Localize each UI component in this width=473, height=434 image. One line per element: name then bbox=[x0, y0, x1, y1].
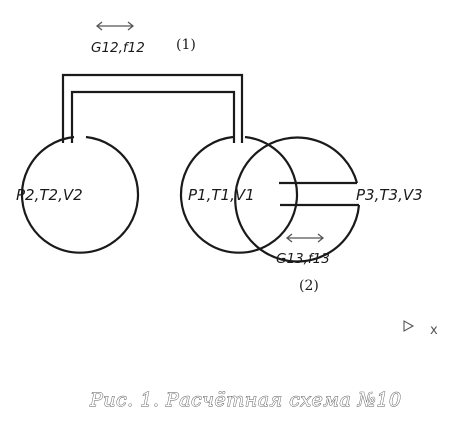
vessel-p3 bbox=[234, 136, 361, 263]
flow-label-g13: G13,f13 bbox=[276, 251, 330, 267]
figure-caption: Рис. 1. Расчётная схема №10 bbox=[89, 389, 402, 411]
node-label-p1: P1,T1,V1 bbox=[188, 186, 255, 204]
pipe-1-inner bbox=[70, 90, 236, 143]
flow-label-g12: G12,f12 bbox=[91, 40, 145, 56]
axis-label: x bbox=[430, 323, 438, 338]
node-label-p2: P2,T2,V2 bbox=[16, 186, 83, 204]
bidirectional-arrow-icon bbox=[95, 21, 135, 31]
vessel-p1 bbox=[179, 135, 299, 254]
node-label-p3: P3,T3,V3 bbox=[356, 186, 423, 204]
pipe-1-outer bbox=[61, 73, 244, 143]
connection-number-2: (2) bbox=[299, 278, 319, 294]
bidirectional-arrow-icon bbox=[285, 233, 325, 243]
axis-arrow-icon bbox=[403, 320, 415, 332]
connection-number-1: (1) bbox=[176, 37, 196, 53]
vessel-p2 bbox=[20, 135, 140, 254]
